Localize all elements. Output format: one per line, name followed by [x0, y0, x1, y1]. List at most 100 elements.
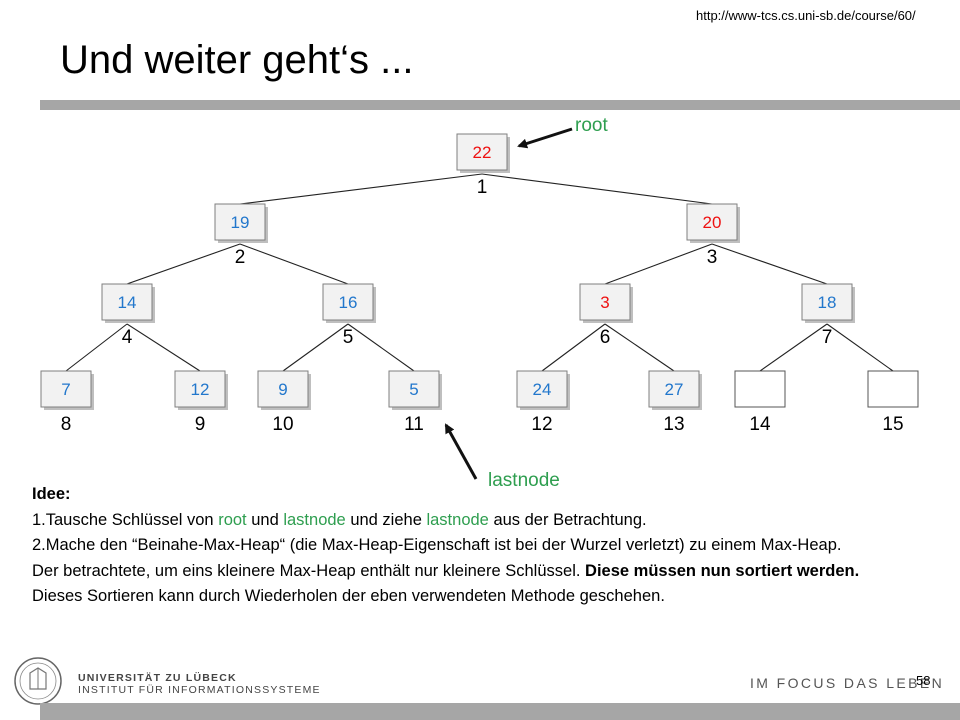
tree-edge — [126, 243, 241, 285]
node-key: 9 — [278, 380, 287, 399]
heap-node-2: 19 2 — [214, 203, 268, 268]
heap-node-6: 36 — [579, 283, 633, 348]
root-label: root — [575, 115, 608, 136]
node-index: 8 — [61, 414, 72, 435]
idea-step-3: Der betrachtete, um eins kleinere Max-He… — [32, 559, 912, 610]
node-index: 1 — [477, 177, 488, 198]
step1-text-e: und ziehe — [345, 510, 427, 529]
idea-step-2: 2.Mache den “Beinahe-Max-Heap“ (die Max-… — [32, 536, 842, 554]
heap-node-12: 24 12 — [516, 370, 570, 435]
tree-edge — [347, 323, 415, 372]
node-key: 7 — [61, 380, 70, 399]
node-box — [101, 283, 153, 321]
node-box — [516, 370, 568, 408]
heap-node-13: 27 13 — [648, 370, 702, 435]
tree-edge — [65, 323, 128, 372]
step1-root-term: root — [218, 510, 247, 529]
description: Idee: 1.Tausche Schlüssel von root und l… — [32, 482, 912, 610]
lastnode-label: lastnode — [488, 470, 560, 491]
node-box — [801, 283, 853, 321]
node-box — [579, 283, 631, 321]
heap-node-15: 15 — [867, 370, 919, 435]
tree-edge — [711, 243, 828, 285]
tree-edge — [604, 243, 713, 285]
node-index: 11 — [404, 414, 424, 435]
node-index: 13 — [663, 414, 684, 435]
node-index: 10 — [272, 414, 293, 435]
node-index: 6 — [600, 327, 611, 348]
tree-edge — [759, 323, 828, 372]
step3-text-c: Dieses Sortieren kann durch Wiederholen … — [32, 587, 665, 605]
slogan: IM FOCUS DAS LEBEN — [750, 675, 945, 691]
slide-title: Und weiter geht‘s ... — [60, 38, 414, 82]
node-key: 16 — [339, 293, 358, 312]
node-box — [174, 370, 226, 408]
heap-node-10: 9 10 — [257, 370, 311, 435]
node-box — [40, 370, 92, 408]
root-pointer-arrow — [517, 127, 573, 149]
step3-bold-text: Diese müssen nun sortiert werden. — [585, 561, 860, 580]
node-key: 27 — [665, 380, 684, 399]
step1-text-g: aus der Betrachtung. — [488, 510, 647, 529]
institute-name: INSTITUT FÜR INFORMATIONSSYSTEME — [78, 684, 321, 696]
tree-edge — [826, 323, 894, 372]
node-key: 14 — [118, 293, 137, 312]
node-key: 24 — [533, 380, 552, 399]
node-index: 5 — [343, 327, 354, 348]
step1-lastnode-term-2: lastnode — [426, 510, 489, 529]
node-key: 18 — [818, 293, 837, 312]
tree-edge — [604, 323, 675, 372]
university-seal-logo — [14, 657, 62, 705]
heap-node-3: 20 3 — [686, 203, 740, 268]
node-box — [388, 370, 440, 408]
heap-node-7: 18 7 — [801, 283, 855, 348]
heap-node-11: 5 11 — [388, 370, 442, 435]
footer-bar — [40, 703, 960, 720]
source-url[interactable]: http://www-tcs.cs.uni-sb.de/course/60/ — [696, 8, 916, 23]
node-index: 14 — [749, 414, 771, 435]
heap-node-1: 22 1 — [456, 133, 510, 198]
heap-node-5: 16 5 — [322, 283, 376, 348]
step1-text-a: 1.Tausche Schlüssel von — [32, 510, 219, 529]
node-box — [322, 283, 374, 321]
tree-edge — [481, 173, 713, 205]
node-key: 3 — [600, 293, 609, 312]
heap-node-4: 14 4 — [101, 283, 155, 348]
node-key: 22 — [473, 143, 492, 162]
node-box — [686, 203, 738, 241]
idea-step-1: 1.Tausche Schlüssel von root und lastnod… — [32, 508, 912, 534]
tree-edge — [239, 243, 349, 285]
node-index: 2 — [235, 247, 246, 268]
heap-node-8: 78 — [40, 370, 94, 435]
node-box — [648, 370, 700, 408]
node-key: 19 — [231, 213, 250, 232]
node-box — [734, 370, 786, 408]
lastnode-pointer-arrow — [444, 423, 478, 480]
tree-edge — [541, 323, 606, 372]
tree-edge — [282, 323, 349, 372]
node-box — [867, 370, 919, 408]
node-index: 3 — [707, 247, 718, 268]
step3-text-a: Der betrachtete, um eins kleinere Max-He… — [32, 561, 586, 580]
node-box — [214, 203, 266, 241]
idea-heading: Idee: — [32, 485, 71, 503]
heap-node-14: 14 — [734, 370, 786, 435]
node-key: 20 — [703, 213, 722, 232]
node-index: 4 — [122, 327, 133, 348]
node-index: 9 — [195, 414, 206, 435]
node-key: 12 — [191, 380, 210, 399]
step1-text-c: und — [246, 510, 284, 529]
step1-lastnode-term: lastnode — [283, 510, 346, 529]
university-name: UNIVERSITÄT ZU LÜBECK — [78, 672, 237, 684]
node-index: 7 — [822, 327, 833, 348]
node-key: 5 — [409, 380, 418, 399]
tree-edge — [239, 173, 483, 205]
page-number: 58 — [916, 673, 931, 688]
node-index: 15 — [882, 414, 903, 435]
node-box — [257, 370, 309, 408]
tree-edge — [126, 323, 201, 372]
title-rule — [40, 100, 960, 110]
node-index: 12 — [531, 414, 552, 435]
node-box — [456, 133, 508, 171]
